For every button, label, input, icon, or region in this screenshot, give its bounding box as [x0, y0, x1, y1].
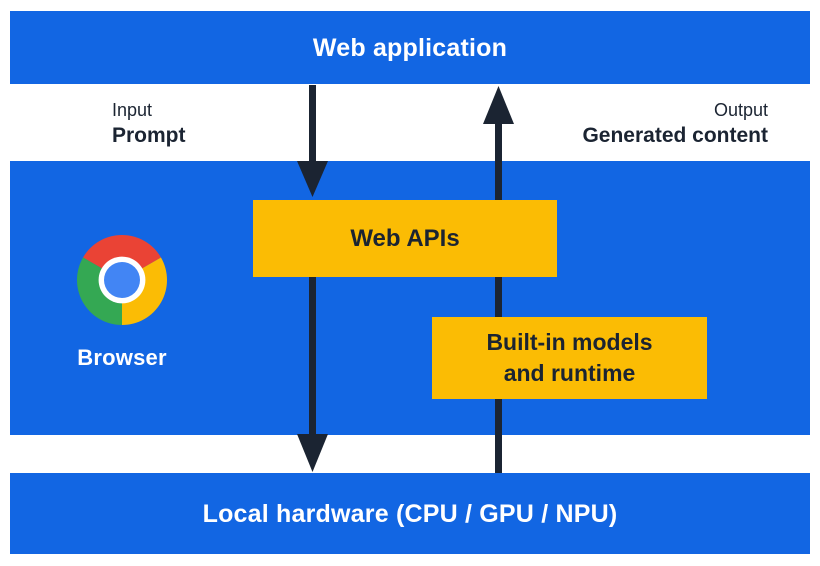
output-title: Output — [713, 100, 768, 120]
web-apis-label: Web APIs — [350, 224, 460, 252]
output-label-group: Output Generated content — [582, 99, 768, 149]
output-up-arrow — [483, 86, 514, 473]
web-application-label: Web application — [312, 34, 508, 62]
input-down-arrow — [297, 85, 328, 472]
builtin-models-line2: and runtime — [503, 360, 636, 386]
builtin-models-line1: Built-in models — [486, 329, 653, 355]
chrome-logo-icon — [77, 235, 167, 325]
builtin-models-box: Built-in models and runtime — [432, 317, 707, 399]
input-label-group: Input Prompt — [112, 99, 186, 149]
local-hardware-label: Local hardware (CPU / GPU / NPU) — [202, 500, 618, 528]
input-value: Prompt — [112, 124, 186, 147]
input-title: Input — [112, 100, 153, 120]
browser-block: Browser — [52, 235, 192, 371]
web-apis-box: Web APIs — [253, 200, 557, 277]
local-hardware-band: Local hardware (CPU / GPU / NPU) — [10, 473, 810, 554]
browser-label: Browser — [77, 345, 167, 370]
web-application-band: Web application — [10, 11, 810, 84]
output-value: Generated content — [582, 124, 768, 147]
